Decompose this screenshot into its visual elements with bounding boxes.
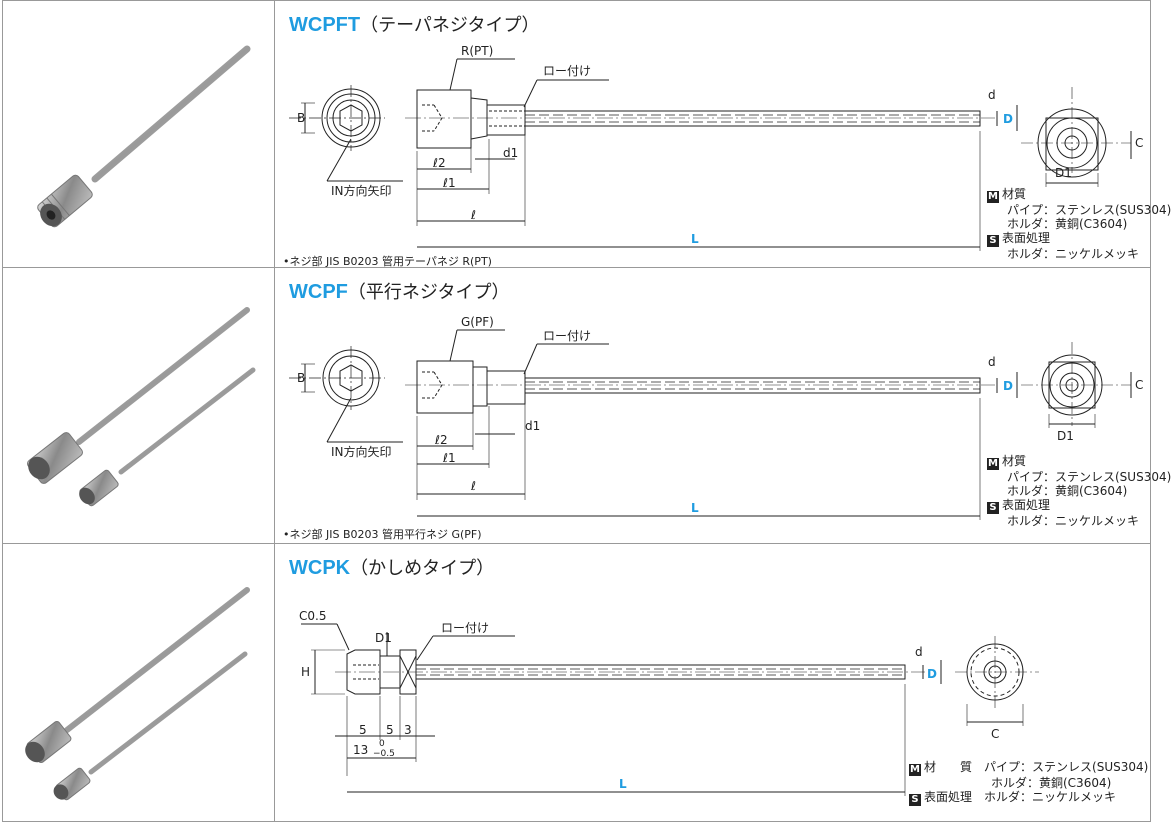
drawing-wcpft: WCPFT（テーパネジタイプ） (275, 1, 1171, 268)
dim-L: L (691, 501, 699, 515)
arrow-label: IN方向矢印 (331, 444, 392, 459)
dim-d: d (988, 88, 996, 102)
dim-d: d (915, 645, 923, 659)
dim-c: C (991, 727, 999, 741)
dim-L: L (691, 232, 699, 246)
thread-label: R(PT) (461, 44, 493, 58)
drawing-wcpf: WCPF（平行ネジタイプ） (275, 268, 1171, 543)
section-title: WCPFT（テーパネジタイプ） (289, 14, 540, 36)
section-title: WCPF（平行ネジタイプ） (289, 281, 510, 303)
technical-drawing: C0.5 H D1 ロー付け 5 5 3 13 0 −0.5 L d D C (299, 609, 1039, 796)
dim-total: 13 (353, 743, 368, 757)
photo-illustration (37, 45, 251, 228)
photo-illustration (27, 307, 256, 507)
dim-l: ℓ (470, 208, 476, 222)
dim-D: D (1003, 112, 1013, 126)
dim-l: ℓ (470, 479, 476, 493)
thread-note: •ネジ部 JIS B0203 管用平行ネジ G(PF) (283, 528, 482, 541)
braze-label: ロー付け (543, 64, 591, 78)
product-photo-wcpk (3, 544, 275, 821)
dim-l2: ℓ2 (434, 433, 448, 447)
dim-L: L (619, 777, 627, 791)
dim-w3: 3 (404, 723, 412, 737)
dim-w1: 5 (359, 723, 367, 737)
dim-l2: ℓ2 (432, 156, 446, 170)
dim-d1-right: D1 (1055, 166, 1072, 180)
section-wcpft: WCPFT（テーパネジタイプ） (2, 0, 1171, 268)
technical-drawing: B G(PF) ロー付け IN方向矢印 ℓ2 ℓ1 ℓ d1 L d D C D… (289, 315, 1143, 520)
dim-d1: D1 (375, 631, 392, 645)
photo-illustration (25, 587, 250, 801)
dim-d1-right: D1 (1057, 429, 1074, 443)
drawing-wcpk: WCPK（かしめタイプ） (275, 544, 1150, 821)
tol-lower: −0.5 (373, 749, 395, 759)
dim-l1: ℓ1 (442, 451, 456, 465)
section-wcpk: WCPK（かしめタイプ） (2, 544, 1151, 822)
tol-upper: 0 (379, 739, 385, 749)
dim-d1: d1 (525, 419, 540, 433)
chamfer-label: C0.5 (299, 609, 326, 623)
dim-w2: 5 (386, 723, 394, 737)
dim-c: C (1135, 378, 1143, 392)
dim-c: C (1135, 136, 1143, 150)
technical-drawing: B R(PT) ロー付け IN方向矢印 ℓ2 ℓ1 ℓ d1 L d D C D… (289, 44, 1143, 251)
dim-b: B (297, 111, 305, 125)
thread-label: G(PF) (461, 315, 494, 329)
dim-D: D (1003, 379, 1013, 393)
dim-d1: d1 (503, 146, 518, 160)
braze-label: ロー付け (441, 621, 489, 635)
dim-l1: ℓ1 (442, 176, 456, 190)
product-photo-wcpft (3, 1, 275, 267)
product-photo-wcpf (3, 268, 275, 543)
thread-note: •ネジ部 JIS B0203 管用テーパネジ R(PT) (283, 255, 492, 268)
braze-label: ロー付け (543, 329, 591, 343)
dim-D: D (927, 667, 937, 681)
section-title: WCPK（かしめタイプ） (289, 557, 495, 579)
dim-b: B (297, 371, 305, 385)
section-wcpf: WCPF（平行ネジタイプ） (2, 268, 1171, 544)
dim-d: d (988, 355, 996, 369)
arrow-label: IN方向矢印 (331, 183, 392, 198)
dim-h: H (301, 665, 310, 679)
